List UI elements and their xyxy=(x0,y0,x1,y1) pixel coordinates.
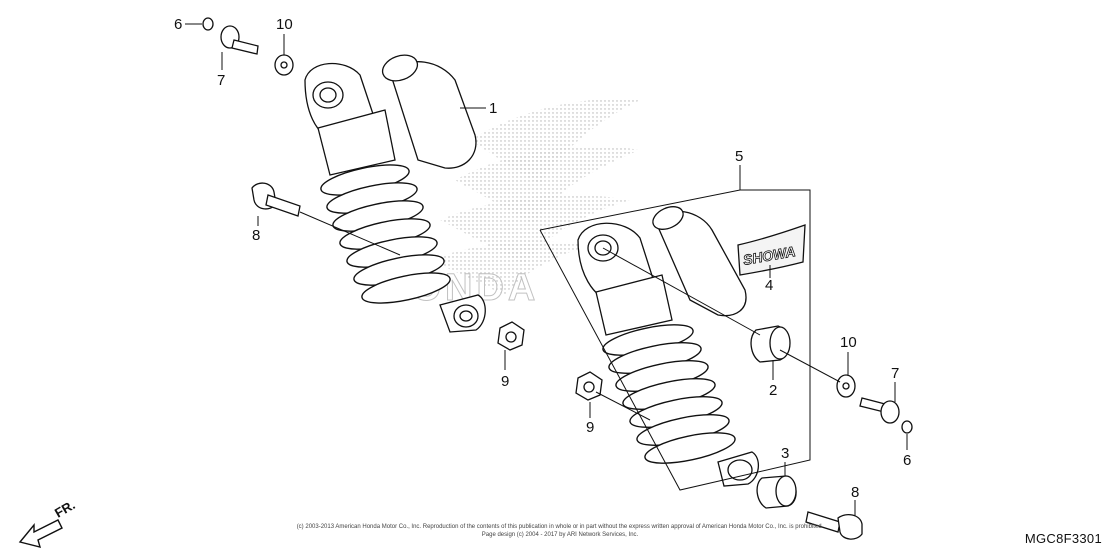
nut-9-top xyxy=(497,321,525,351)
nut-6-top xyxy=(202,17,214,31)
copyright-line-2: Page design (c) 2004 - 2017 by ARI Netwo… xyxy=(481,532,639,538)
callout-numbers: 6 7 10 1 8 9 5 4 10 2 7 6 9 3 8 xyxy=(174,16,911,501)
copyright-line-1: (c) 2003-2013 American Honda Motor Co., … xyxy=(296,524,824,530)
bolt-8-bottom xyxy=(805,511,863,540)
callout-8-bottom: 8 xyxy=(851,484,859,501)
assembly-bracket-5 xyxy=(539,189,811,491)
callout-6-right: 6 xyxy=(903,452,911,469)
nut-6-right xyxy=(901,420,913,434)
callout-8-top: 8 xyxy=(252,227,260,244)
washer-10-top xyxy=(274,54,294,76)
diagram-code: MGC8F3301 xyxy=(1024,531,1102,546)
callout-9-bottom: 9 xyxy=(586,419,594,436)
shock-absorber-right xyxy=(577,206,759,487)
callout-10-right: 10 xyxy=(840,334,857,351)
callout-2: 2 xyxy=(769,382,777,399)
direction-label: FR. xyxy=(52,497,78,520)
callout-1: 1 xyxy=(489,100,497,117)
shock-absorber-left xyxy=(304,54,486,333)
callout-3: 3 xyxy=(781,445,789,462)
nut-9-bottom xyxy=(575,371,603,401)
callout-6-top: 6 xyxy=(174,16,182,33)
callout-10-top: 10 xyxy=(276,16,293,33)
callout-4: 4 xyxy=(765,277,773,294)
bushing-2 xyxy=(750,325,791,363)
bolt-8-top xyxy=(251,182,301,217)
showa-decal: SHOWA xyxy=(737,224,806,276)
callout-5: 5 xyxy=(735,148,743,165)
spring-coils-left xyxy=(320,164,451,304)
bolt-7-top xyxy=(220,25,259,55)
leader-lines xyxy=(185,23,908,516)
washer-10-right xyxy=(836,374,856,398)
bushing-3 xyxy=(756,475,797,509)
spring-coils-right xyxy=(602,324,736,464)
callout-9-top: 9 xyxy=(501,373,509,390)
callout-7-top: 7 xyxy=(217,72,225,89)
callout-7-right: 7 xyxy=(891,365,899,382)
bolt-7-right xyxy=(859,397,900,424)
